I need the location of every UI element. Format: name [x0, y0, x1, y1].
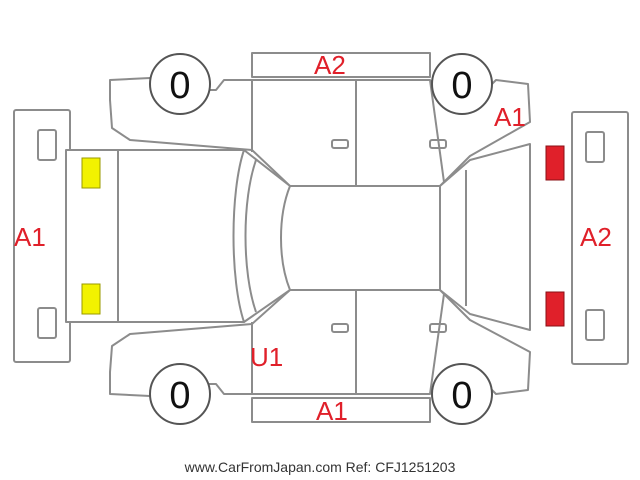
- rear-bumper: [571, 111, 629, 365]
- damage-mark-left-front-fender: U1: [250, 342, 283, 372]
- front-lamp-lower: [81, 283, 101, 315]
- tyre-front-right-label: 0: [169, 375, 190, 417]
- tyre-rear-right-label: 0: [451, 375, 472, 417]
- car-top-view: [65, 143, 531, 331]
- damage-mark-rear-fender: A1: [494, 102, 526, 132]
- right-side-panel: [251, 397, 431, 423]
- damage-mark-right-side-panel: A1: [316, 396, 348, 426]
- rear-lamp-lower: [545, 291, 565, 327]
- damage-mark-rear-bumper: A2: [580, 222, 612, 252]
- tyre-rear-left-label: 0: [451, 65, 472, 107]
- damage-mark-left-side-panel: A2: [314, 50, 346, 80]
- damage-mark-front-bumper: A1: [14, 222, 46, 252]
- left-side-panel: [251, 52, 431, 78]
- tyre-front-left: 0: [149, 53, 211, 115]
- reference-footer: www.CarFromJapan.com Ref: CFJ1251203: [184, 459, 456, 475]
- rear-lamp-upper: [545, 145, 565, 181]
- tyre-rear-left: 0: [431, 53, 493, 115]
- tyre-rear-right: 0: [431, 363, 493, 425]
- front-lamp-upper: [81, 157, 101, 189]
- tyre-front-left-label: 0: [169, 65, 190, 107]
- tyre-front-right: 0: [149, 363, 211, 425]
